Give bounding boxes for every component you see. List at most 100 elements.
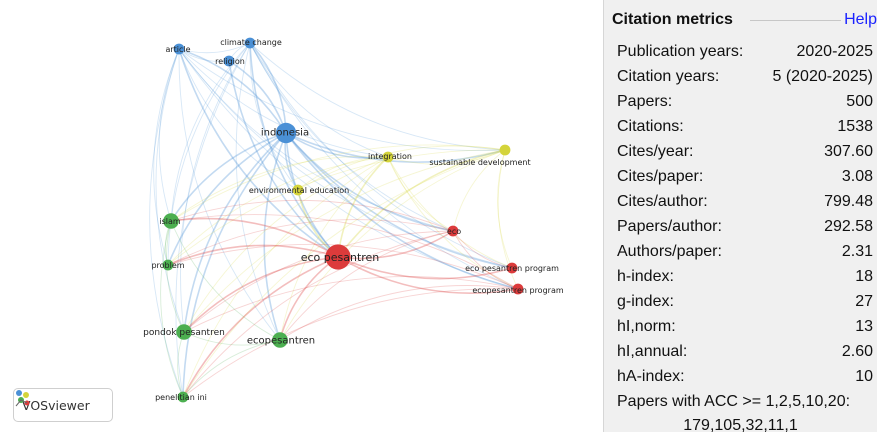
metric-row: Citation years:5 (2020-2025)	[617, 68, 873, 92]
network-visualization[interactable]: indonesia article climate change religion in…	[0, 0, 600, 432]
metric-value: 18	[855, 268, 873, 285]
network-link	[178, 42, 251, 54]
network-link	[178, 48, 519, 290]
network-link	[249, 42, 299, 191]
network-link	[183, 132, 287, 333]
network-link	[178, 48, 339, 258]
node-label[interactable]: integration	[368, 152, 412, 161]
node-label[interactable]: ecopesantren program	[472, 286, 563, 295]
node-islam[interactable]	[163, 213, 179, 229]
network-link	[337, 230, 454, 260]
network-link	[170, 199, 454, 232]
node-label[interactable]: religion	[215, 57, 245, 66]
metric-value: 1538	[837, 118, 873, 135]
node-label[interactable]: eco	[447, 227, 461, 236]
citation-metrics-panel: Citation metrics Help Publication years:…	[603, 0, 877, 434]
node-label[interactable]: climate change	[220, 38, 282, 47]
node-problem[interactable]	[162, 259, 174, 271]
network-link	[167, 149, 506, 266]
metric-row: Papers/author:292.58	[617, 218, 873, 242]
metric-value: 292.58	[824, 218, 873, 235]
vosviewer-badge[interactable]: VOSviewer	[13, 388, 113, 422]
network-link	[180, 42, 251, 333]
network-link	[167, 42, 251, 266]
node-indonesia[interactable]	[275, 122, 297, 144]
metric-value: 27	[855, 293, 873, 310]
node-pondok-pesantren[interactable]	[176, 324, 192, 340]
network-link	[182, 149, 506, 398]
network-link	[175, 42, 251, 398]
vosviewer-label: VOSviewer	[22, 397, 90, 413]
node-label[interactable]: eco pesantren program	[465, 264, 559, 273]
node-religion[interactable]	[223, 55, 235, 67]
node-label[interactable]: eco pesantren	[301, 251, 380, 264]
network-link	[249, 42, 506, 151]
network-link	[387, 156, 454, 232]
metric-label: Cites/author:	[617, 193, 708, 210]
network-link	[178, 48, 287, 134]
network-link	[183, 149, 506, 333]
network-link	[160, 220, 184, 398]
node-label[interactable]: sustainable development	[429, 158, 530, 167]
acc-value: 179,105,32,11,1	[683, 417, 798, 434]
metric-row: Publication years:2020-2025	[617, 43, 873, 67]
network-link	[452, 149, 506, 232]
network-link	[285, 132, 339, 258]
node-eco-pesantren-program[interactable]	[506, 262, 518, 274]
network-link	[167, 219, 454, 266]
metric-value: 307.60	[824, 143, 873, 160]
network-link	[170, 220, 281, 341]
metric-value: 3.08	[841, 168, 873, 185]
network-map[interactable]: indonesia article climate change religion in…	[0, 0, 600, 432]
network-link	[285, 132, 519, 290]
network-link	[387, 156, 519, 290]
metric-label: hI,annual:	[617, 343, 688, 360]
network-link	[149, 48, 184, 398]
node-label[interactable]: penelitian ini	[155, 393, 207, 402]
node-penelitian-ini[interactable]	[177, 391, 189, 403]
node-label[interactable]: problem	[151, 261, 184, 270]
network-link	[497, 149, 513, 269]
network-link	[249, 42, 287, 134]
node-label[interactable]: ecopesantren	[247, 336, 315, 347]
vosviewer-logo-icon	[15, 390, 30, 407]
metric-value: 2020-2025	[796, 43, 873, 60]
node-label[interactable]: article	[165, 45, 190, 54]
network-link	[279, 156, 389, 341]
node-ecopesantren-program[interactable]	[512, 283, 524, 295]
metric-label: hI,norm:	[617, 318, 676, 335]
node-label[interactable]: islam	[159, 217, 181, 226]
node-eco-pesantren[interactable]	[325, 244, 351, 270]
network-links	[149, 42, 519, 398]
network-link	[178, 48, 454, 232]
node-article[interactable]	[173, 43, 185, 55]
metric-row: Cites/year:307.60	[617, 143, 873, 167]
network-link	[158, 48, 180, 222]
network-link	[178, 48, 281, 341]
node-ecopesantren[interactable]	[272, 332, 288, 348]
network-link	[249, 42, 454, 232]
node-eco[interactable]	[447, 225, 459, 237]
network-link	[297, 156, 389, 191]
metric-value: 10	[855, 368, 873, 385]
metric-label: h-index:	[617, 268, 674, 285]
metric-row: Citations:1538	[617, 118, 873, 142]
metric-label: Authors/paper:	[617, 243, 722, 260]
node-label[interactable]: pondok pesantren	[143, 328, 225, 338]
node-climate-change[interactable]	[244, 37, 256, 49]
network-link	[153, 48, 180, 266]
network-link	[170, 214, 519, 290]
panel-title: Citation metrics	[612, 11, 733, 28]
help-link[interactable]: Help	[844, 11, 877, 28]
node-label[interactable]: environmental education	[249, 186, 349, 195]
network-link	[170, 132, 287, 222]
network-link	[183, 156, 389, 333]
node-integration[interactable]	[382, 151, 394, 163]
network-link	[497, 149, 519, 290]
node-label[interactable]: indonesia	[261, 128, 309, 139]
node-sustainable-development[interactable]	[499, 144, 511, 156]
node-environmental-education[interactable]	[292, 184, 304, 196]
metric-label: Cites/paper:	[617, 168, 704, 185]
metric-label: Citation years:	[617, 68, 720, 85]
network-link	[182, 156, 389, 398]
